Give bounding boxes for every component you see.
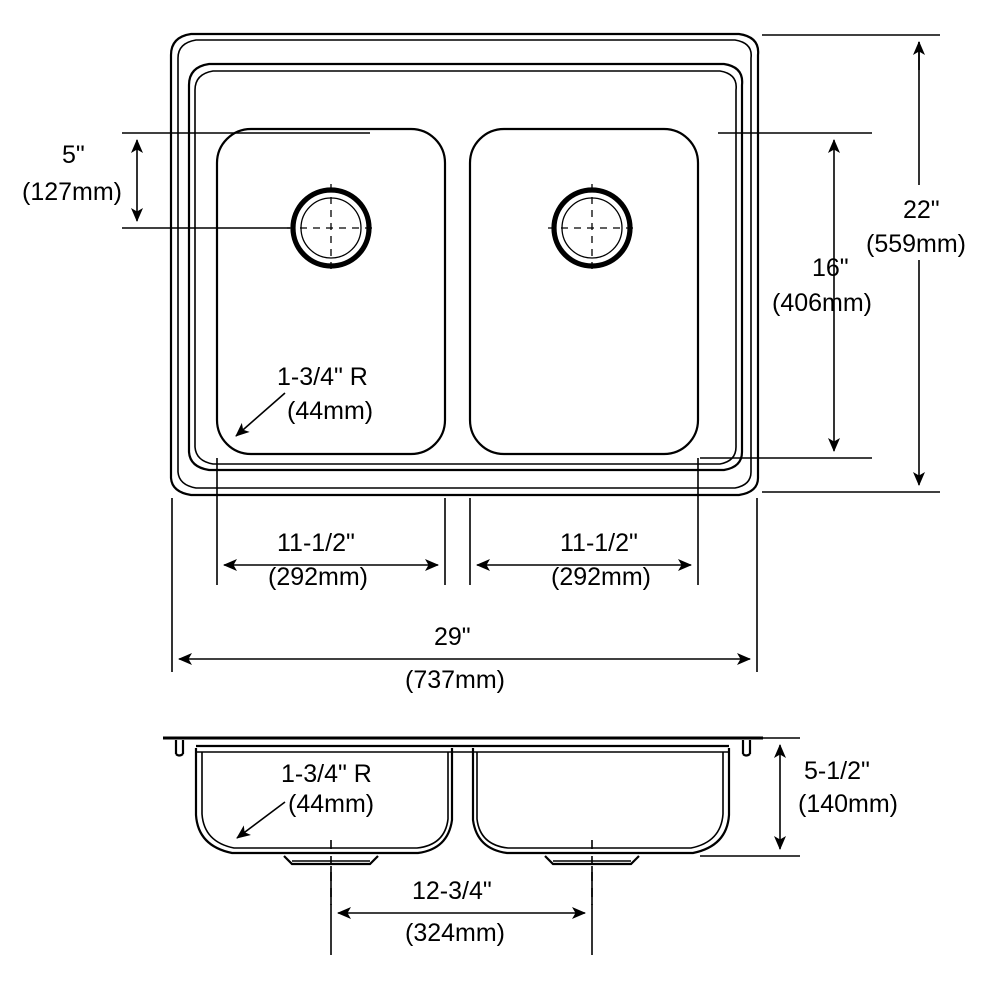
bowl-right xyxy=(468,127,700,456)
section-deck xyxy=(163,736,763,753)
sink-rim xyxy=(169,32,760,497)
dim-11-1-2-right-inch: 11-1/2" xyxy=(560,529,638,557)
dim-5-1-2-group xyxy=(700,737,800,857)
section-bowl-right xyxy=(471,748,731,855)
dim-16in-inch: 16" xyxy=(812,254,849,282)
dim-12-3-4-mm: (324mm) xyxy=(405,919,505,947)
dim-5-1-2-inch: 5-1/2" xyxy=(804,757,870,785)
drain-circle-right xyxy=(548,184,636,272)
dim-22in-inch: 22" xyxy=(903,196,940,224)
dim-radius-top-mm: (44mm) xyxy=(287,397,373,425)
dim-29in-group xyxy=(171,498,758,672)
dim-radius-top-leader xyxy=(235,392,286,437)
dim-11-1-2-left-mm: (292mm) xyxy=(268,563,368,591)
dim-11-1-2-right-mm: (292mm) xyxy=(551,563,651,591)
section-bowl-left xyxy=(194,748,454,855)
dim-radius-section-leader xyxy=(236,801,286,839)
dim-16in-group xyxy=(700,132,872,459)
dim-29in-mm: (737mm) xyxy=(405,666,505,694)
dim-12-3-4-group xyxy=(330,866,593,955)
bowl-left xyxy=(215,127,447,456)
drain-circle-left xyxy=(287,184,375,272)
dim-radius-section-mm: (44mm) xyxy=(288,790,374,818)
dim-5in-group xyxy=(122,132,370,229)
dim-29in-inch: 29" xyxy=(434,623,471,651)
dim-5-1-2-mm: (140mm) xyxy=(798,790,898,818)
dim-5in-inch: 5" xyxy=(62,141,85,169)
mounting-clip-left xyxy=(174,740,185,757)
dim-radius-top-inch: 1-3/4" R xyxy=(277,363,368,391)
dim-22in-group xyxy=(762,34,940,493)
dim-12-3-4-inch: 12-3/4" xyxy=(412,877,492,905)
dim-5in-mm: (127mm) xyxy=(22,178,122,206)
dim-bowl-widths-group xyxy=(216,458,699,585)
dim-16in-mm: (406mm) xyxy=(772,289,872,317)
dim-22in-mm: (559mm) xyxy=(866,230,966,258)
dim-radius-section-inch: 1-3/4" R xyxy=(281,760,372,788)
dim-11-1-2-left-inch: 11-1/2" xyxy=(277,529,355,557)
mounting-clip-right xyxy=(741,740,752,757)
